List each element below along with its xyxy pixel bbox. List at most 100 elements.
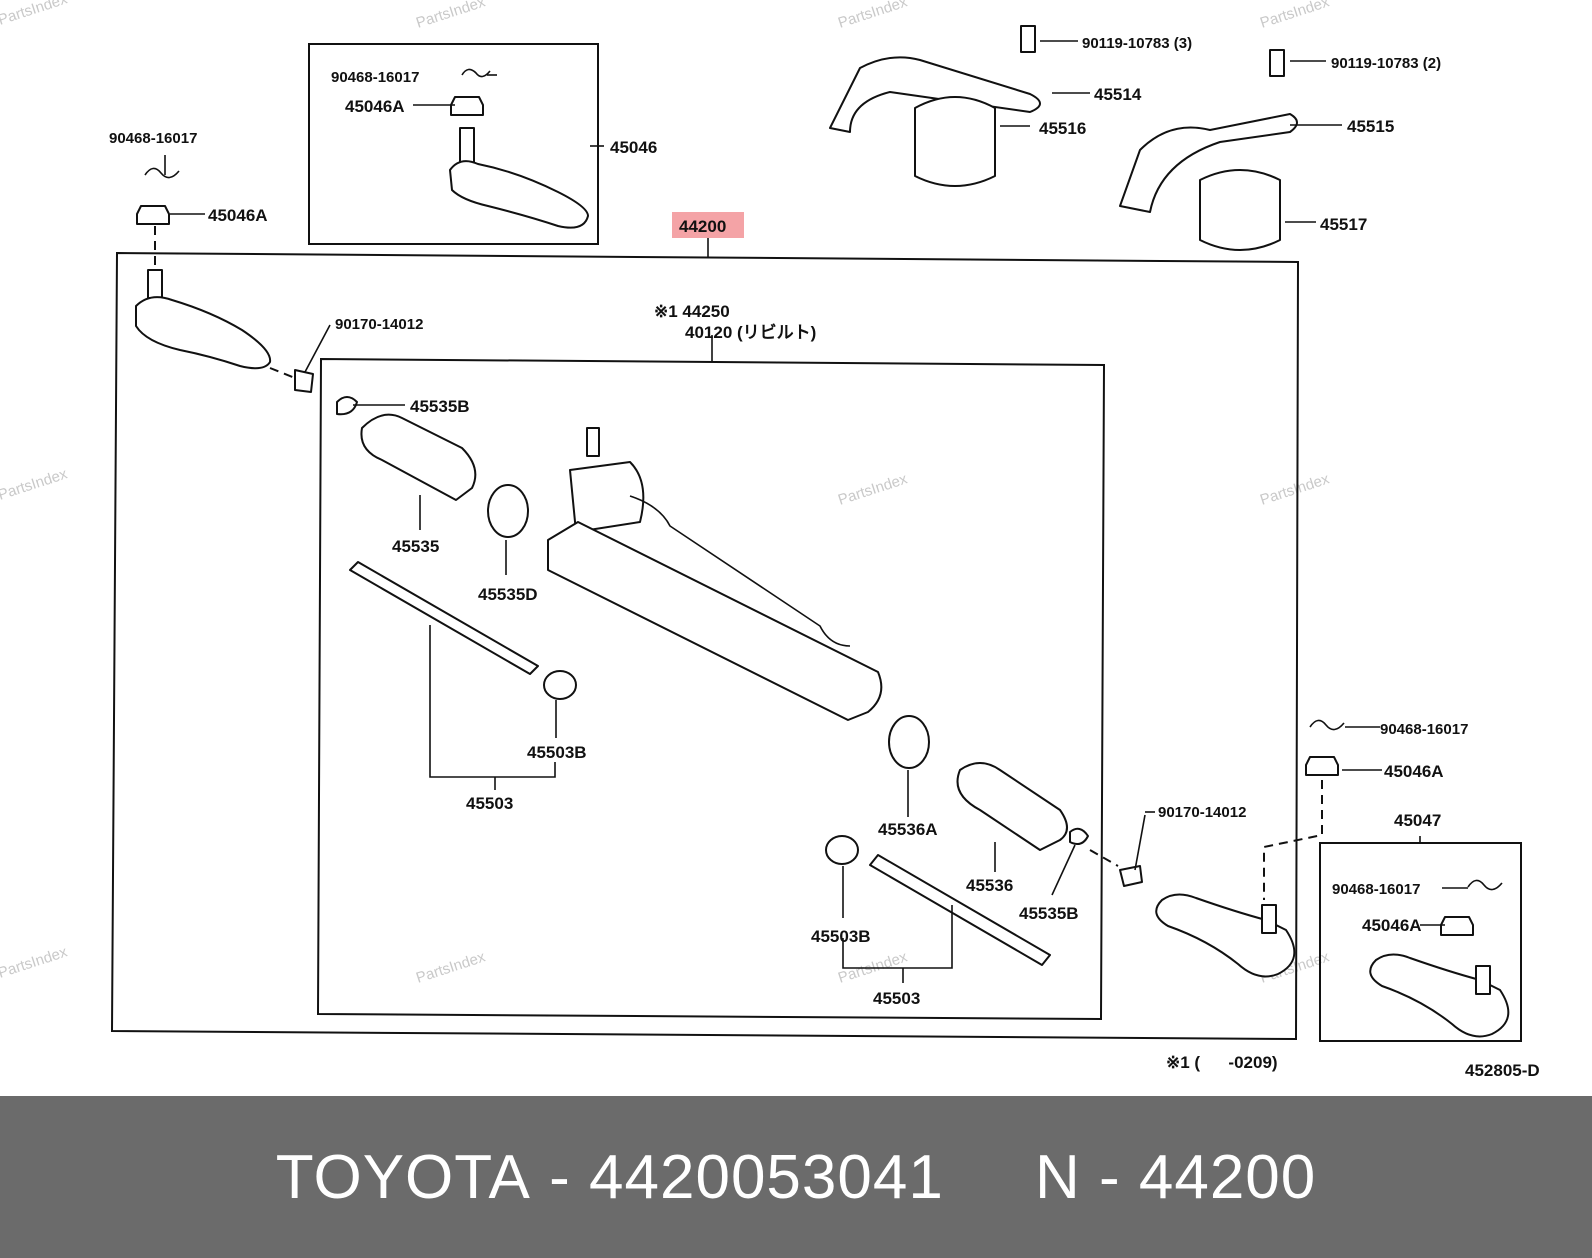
label-clip: 90468-16017 [1380,721,1468,738]
footer-part-number: 4420053041 [589,1142,944,1212]
label-bracket: 45515 [1347,117,1394,136]
label-bushing: 45516 [1039,119,1086,138]
label-boot: 45536 [966,876,1013,895]
label-nut: 45046A [208,206,268,225]
parts-diagram: PartsIndex PartsIndex PartsIndex PartsIn… [0,0,1540,1080]
bushing-icon [1199,169,1281,251]
label-note: ※1 ( -0209) [1166,1053,1278,1072]
label-clamp: 45535B [410,397,470,416]
tie-rod-end-right [1089,719,1345,978]
label-tie-end: 45046 [610,138,657,157]
tie-end-body-icon [449,160,589,229]
label-clip-ring: 45535D [478,585,538,604]
bolt-icon [1269,49,1285,77]
tie-end-body-icon [1369,953,1510,1038]
watermark-text: PartsIndex [0,0,70,29]
tie-end-body-icon [135,296,272,370]
boot-icon [360,413,477,501]
rod-icon [349,561,539,675]
bracket-icon [1119,113,1298,213]
boot-icon [956,762,1068,851]
label-nut: 45046A [1384,762,1444,781]
castle-nut-icon [450,96,484,116]
rack-housing-icon [547,521,883,721]
watermark-text: PartsIndex [836,0,910,32]
castle-nut-icon [1305,756,1339,776]
label-rod: 45503 [466,794,513,813]
watermark-text: PartsIndex [1258,470,1332,508]
part-footer: TOYOTA - 4420053041 N - 44200 [0,1096,1592,1258]
bolt-icon [1020,25,1036,53]
watermarks: PartsIndex PartsIndex PartsIndex PartsIn… [0,0,1332,987]
lock-washer-icon [543,670,577,700]
boot-left-assembly [336,396,529,538]
label-clip: 90468-16017 [1332,881,1420,898]
boot-right-assembly [888,715,1089,851]
label-bolt: 90119-10783 (2) [1331,55,1441,72]
label-rebuild: ※1 44250 [654,302,730,321]
lock-nut-icon [1119,865,1143,887]
valve-housing-icon [569,461,645,533]
rod-icon [869,854,1051,966]
diagram-canvas: PartsIndex PartsIndex PartsIndex PartsIn… [0,0,1540,1080]
watermark-text: PartsIndex [414,948,488,986]
label-clip: 90468-16017 [331,69,419,86]
label-nut: 45046A [345,97,405,116]
watermark-text: PartsIndex [414,0,488,32]
tie-rod-end-box-right [1369,879,1510,1038]
bracket-a [829,25,1041,187]
label-lock-nut: 90170-14012 [335,316,423,333]
pipe-icon [629,495,851,647]
castle-nut-icon [136,205,170,225]
pinion-shaft-icon [586,427,600,457]
label-tie-end: 45047 [1394,811,1441,830]
label-clip: 90468-16017 [109,130,197,147]
tie-end-body-icon [1155,893,1296,978]
steering-rack [547,427,883,721]
label-clamp-ring: 45536A [878,820,938,839]
watermark-text: PartsIndex [836,470,910,508]
label-bushing: 45517 [1320,215,1367,234]
lock-nut-icon [294,369,314,393]
stud-icon [1475,965,1491,995]
label-lock-nut: 90170-14012 [1158,804,1246,821]
footer-gap [944,1142,1035,1213]
label-clamp: 45535B [1019,904,1079,923]
assembly-highlight [672,212,744,238]
watermark-text: PartsIndex [0,465,70,503]
tie-rod-end-top [449,68,589,229]
lock-washer-icon [825,835,859,865]
label-bracket: 45514 [1094,85,1142,104]
watermark-text: PartsIndex [1258,0,1332,32]
label-washer: 45503B [527,743,587,762]
rack-outline [316,357,1106,1021]
assembly-outline [110,251,1300,1041]
label-nut: 45046A [1362,916,1422,935]
clamp-ring-icon [487,484,529,538]
castle-nut-icon [1440,916,1474,936]
label-bolt: 90119-10783 (3) [1082,35,1192,52]
inner-rod-right [825,835,1051,966]
stud-icon [147,269,163,299]
clamp-icon [1069,827,1089,845]
watermark-text: PartsIndex [0,943,70,981]
footer-brand: TOYOTA [275,1142,531,1212]
cotter-pin-icon [1309,719,1345,731]
label-assembly: 44200 [679,217,726,236]
cotter-pin-icon [461,68,491,78]
clamp-ring-icon [888,715,930,769]
bracket-b [1119,49,1298,251]
inner-rod-left [349,561,577,700]
footer-n-code: N - 44200 [1034,1142,1317,1212]
tie-rod-end-left [135,167,314,393]
label-washer: 45503B [811,927,871,946]
label-diagram-code: 452805-D [1465,1061,1540,1080]
tie-end-box-top [308,43,599,245]
clamp-icon [336,396,358,416]
bracket-icon [829,56,1041,133]
footer-separator: - [530,1142,590,1212]
bushing-icon [914,96,996,187]
stud-icon [1261,904,1277,934]
label-rebuild: 40120 (リビルト) [685,323,816,342]
label-rod: 45503 [873,989,920,1008]
